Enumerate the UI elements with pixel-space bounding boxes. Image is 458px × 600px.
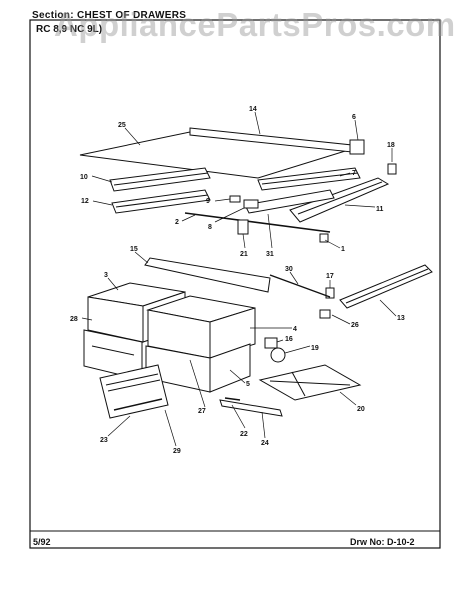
callout-5: 5 (246, 381, 250, 388)
callout-25: 25 (118, 122, 126, 129)
callout-20: 20 (357, 406, 365, 413)
part-25-top-panel (79, 131, 356, 179)
model-line: RC 8,9 NC 9L) (36, 24, 103, 35)
callout-27: 27 (198, 408, 206, 415)
callout-14: 14 (249, 106, 257, 113)
callout-1: 1 (341, 246, 345, 253)
part-5-drawer-side (209, 343, 251, 393)
callout-29: 29 (173, 448, 181, 455)
part-2-rod (184, 212, 331, 233)
section-title: CHEST OF DRAWERS (76, 10, 187, 21)
part-26-pivot (319, 309, 331, 319)
part-23-front-panel (99, 364, 169, 419)
callout-13: 13 (397, 315, 405, 322)
part-21-block (237, 219, 249, 235)
part-9-roller (229, 195, 241, 203)
callout-6: 6 (352, 114, 356, 121)
callout-15: 15 (130, 246, 138, 253)
part-15-chest-back (144, 257, 271, 293)
part-1-clip (319, 233, 329, 243)
callout-16: 16 (285, 336, 293, 343)
drawing-label: Drw No: (350, 537, 385, 547)
callout-30: 30 (285, 266, 293, 273)
footer-drawing-number: Drw No: D-10-2 (350, 537, 415, 547)
callout-24: 24 (261, 440, 269, 447)
callout-8: 8 (208, 224, 212, 231)
section-header: Section: CHEST OF DRAWERS (32, 10, 186, 21)
watermark: AppliancePartsPros.com (54, 6, 456, 43)
callout-28: 28 (70, 316, 78, 323)
callout-22: 22 (240, 431, 248, 438)
callout-12: 12 (81, 198, 89, 205)
part-30-rod (269, 274, 331, 298)
callout-21: 21 (240, 251, 248, 258)
part-24-rail (219, 399, 283, 417)
callout-18: 18 (387, 142, 395, 149)
part-19-disc (270, 347, 286, 363)
callout-26: 26 (351, 322, 359, 329)
callout-19: 19 (311, 345, 319, 352)
callout-3: 3 (104, 272, 108, 279)
callout-11: 11 (376, 206, 384, 213)
part-29-trim (113, 398, 163, 411)
part-16-cap (264, 337, 278, 349)
part-6-bracket (349, 139, 365, 155)
callout-23: 23 (100, 437, 108, 444)
part-31-mid-rail (244, 189, 335, 214)
part-22-handle (224, 397, 241, 401)
section-label: Section: (32, 10, 74, 21)
callout-17: 17 (326, 273, 334, 280)
drawing-number: D-10-2 (387, 537, 415, 547)
callout-9: 9 (206, 198, 210, 205)
footer-date: 5/92 (33, 537, 51, 547)
callout-2: 2 (175, 219, 179, 226)
callout-31: 31 (266, 251, 274, 258)
callout-4: 4 (293, 326, 297, 333)
callout-10: 10 (80, 174, 88, 181)
part-18-clip (387, 163, 397, 175)
callout-7: 7 (352, 170, 356, 177)
part-8-slide (243, 199, 259, 209)
